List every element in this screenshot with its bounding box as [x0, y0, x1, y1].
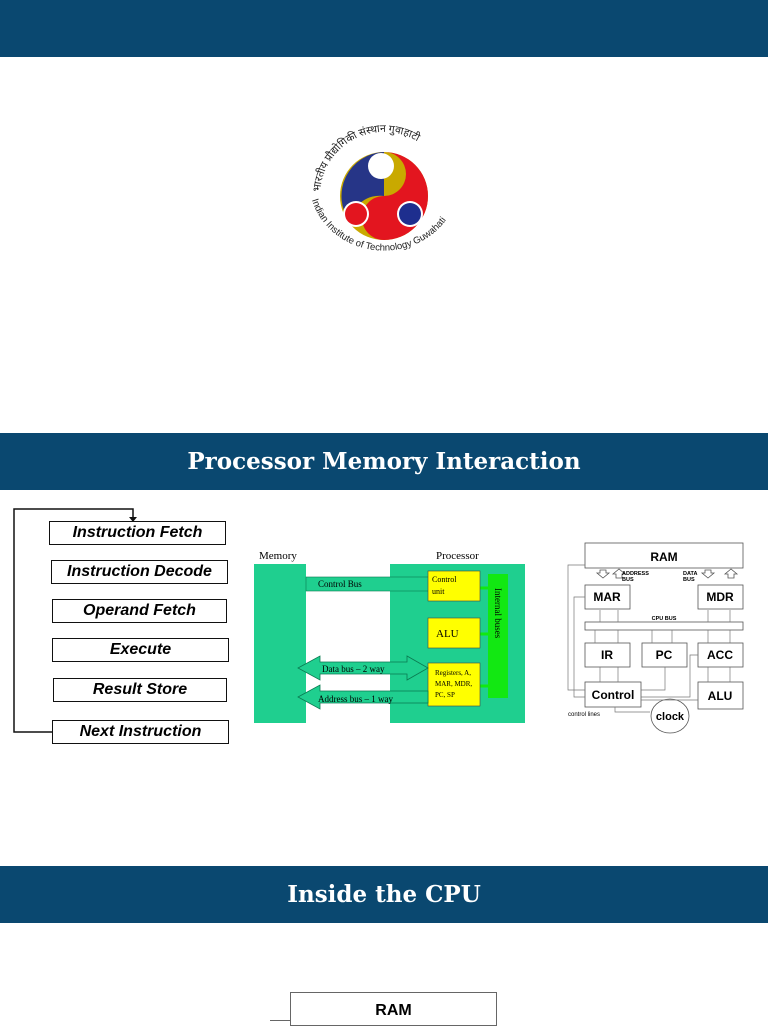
iitg-logo: भारतीय प्रौद्योगिकी संस्थान गुवाहाटी Ind… — [298, 122, 470, 270]
acc-label: ACC — [707, 648, 733, 662]
acc-box — [697, 642, 744, 668]
address-bus-arrow — [297, 684, 429, 710]
ram-label: RAM — [650, 550, 677, 564]
ir-box — [584, 642, 631, 668]
registers-label-1: Registers, A, — [435, 669, 471, 677]
registers-box — [427, 662, 481, 707]
clock-circle — [650, 698, 690, 734]
control-unit-label-1: Control — [432, 575, 457, 584]
memory-label: Memory — [259, 550, 297, 562]
slide3-header: Inside the CPU — [0, 866, 768, 923]
control-bus-label: Control Bus — [318, 579, 362, 589]
iitg-logo-graphic: भारतीय प्रौद्योगिकी संस्थान गुवाहाटी Ind… — [309, 124, 449, 254]
alu-cpu-label: ALU — [708, 689, 733, 703]
slide3-title: Inside the CPU — [287, 881, 481, 908]
control-unit-box — [427, 570, 481, 602]
ir-label: IR — [601, 648, 613, 662]
pc-box — [641, 642, 688, 668]
cycle-step-instruction-decode: Instruction Decode — [51, 560, 228, 584]
alu-cpu-box — [697, 681, 744, 710]
address-bus-label-2: BUS — [622, 577, 634, 583]
data-bus-label-2: BUS — [683, 577, 695, 583]
registers-label-3: PC, SP — [435, 691, 455, 699]
data-bus-label: Data bus – 2 way — [322, 664, 385, 674]
control-unit-label-2: unit — [432, 587, 445, 596]
processor-memory-svg: Memory Processor Control Bus Internal bu… — [254, 550, 525, 723]
cycle-loop-arrow — [13, 508, 137, 733]
mar-label: MAR — [593, 590, 621, 604]
mdr-label: MDR — [706, 590, 734, 604]
alu-label: ALU — [436, 628, 459, 640]
top-header-band — [0, 0, 768, 57]
internal-buses-label: Internal buses — [493, 588, 503, 639]
cycle-step-execute: Execute — [52, 638, 229, 662]
cpu-block-diagram: RAM ADDRESS BUS DATA BUS MAR MDR CPU BUS… — [560, 540, 750, 740]
clock-label: clock — [656, 711, 685, 723]
control-label: Control — [592, 688, 635, 702]
slide3-ram-box: RAM — [290, 992, 497, 1026]
registers-label-2: MAR, MDR, — [435, 680, 472, 688]
alu-box — [427, 617, 481, 649]
processor-label: Processor — [436, 550, 479, 562]
cpu-bus — [584, 621, 744, 631]
cpu-bus-label: CPU BUS — [652, 616, 677, 622]
slide2-title: Processor Memory Interaction — [187, 448, 581, 475]
pc-label: PC — [656, 648, 673, 662]
cycle-step-instruction-fetch: Instruction Fetch — [49, 521, 226, 545]
cycle-step-operand-fetch: Operand Fetch — [52, 599, 227, 623]
processor-memory-diagram: Memory Processor Control Bus Internal bu… — [250, 544, 540, 730]
ram-box — [584, 542, 744, 569]
control-box — [584, 681, 642, 708]
data-bus-arrow — [297, 655, 429, 681]
slide3-ram-label: RAM — [375, 1002, 412, 1019]
memory-block — [254, 564, 306, 723]
slide3-ram-connector — [270, 1020, 290, 1021]
mdr-box — [697, 584, 744, 610]
address-bus-label-1: ADDRESS — [622, 571, 649, 577]
instruction-cycle-flowchart: Instruction Fetch Instruction Decode Ope… — [0, 500, 240, 750]
internal-buses — [488, 574, 508, 698]
slide2-header: Processor Memory Interaction — [0, 433, 768, 490]
control-lines-label: control lines — [568, 712, 600, 718]
cpu-block-svg: RAM ADDRESS BUS DATA BUS MAR MDR CPU BUS… — [567, 542, 744, 734]
cycle-step-result-store: Result Store — [53, 678, 227, 702]
cycle-step-next-instruction: Next Instruction — [52, 720, 229, 744]
data-bus-label-1: DATA — [683, 571, 697, 577]
address-bus-label: Address bus – 1 way — [318, 694, 393, 704]
